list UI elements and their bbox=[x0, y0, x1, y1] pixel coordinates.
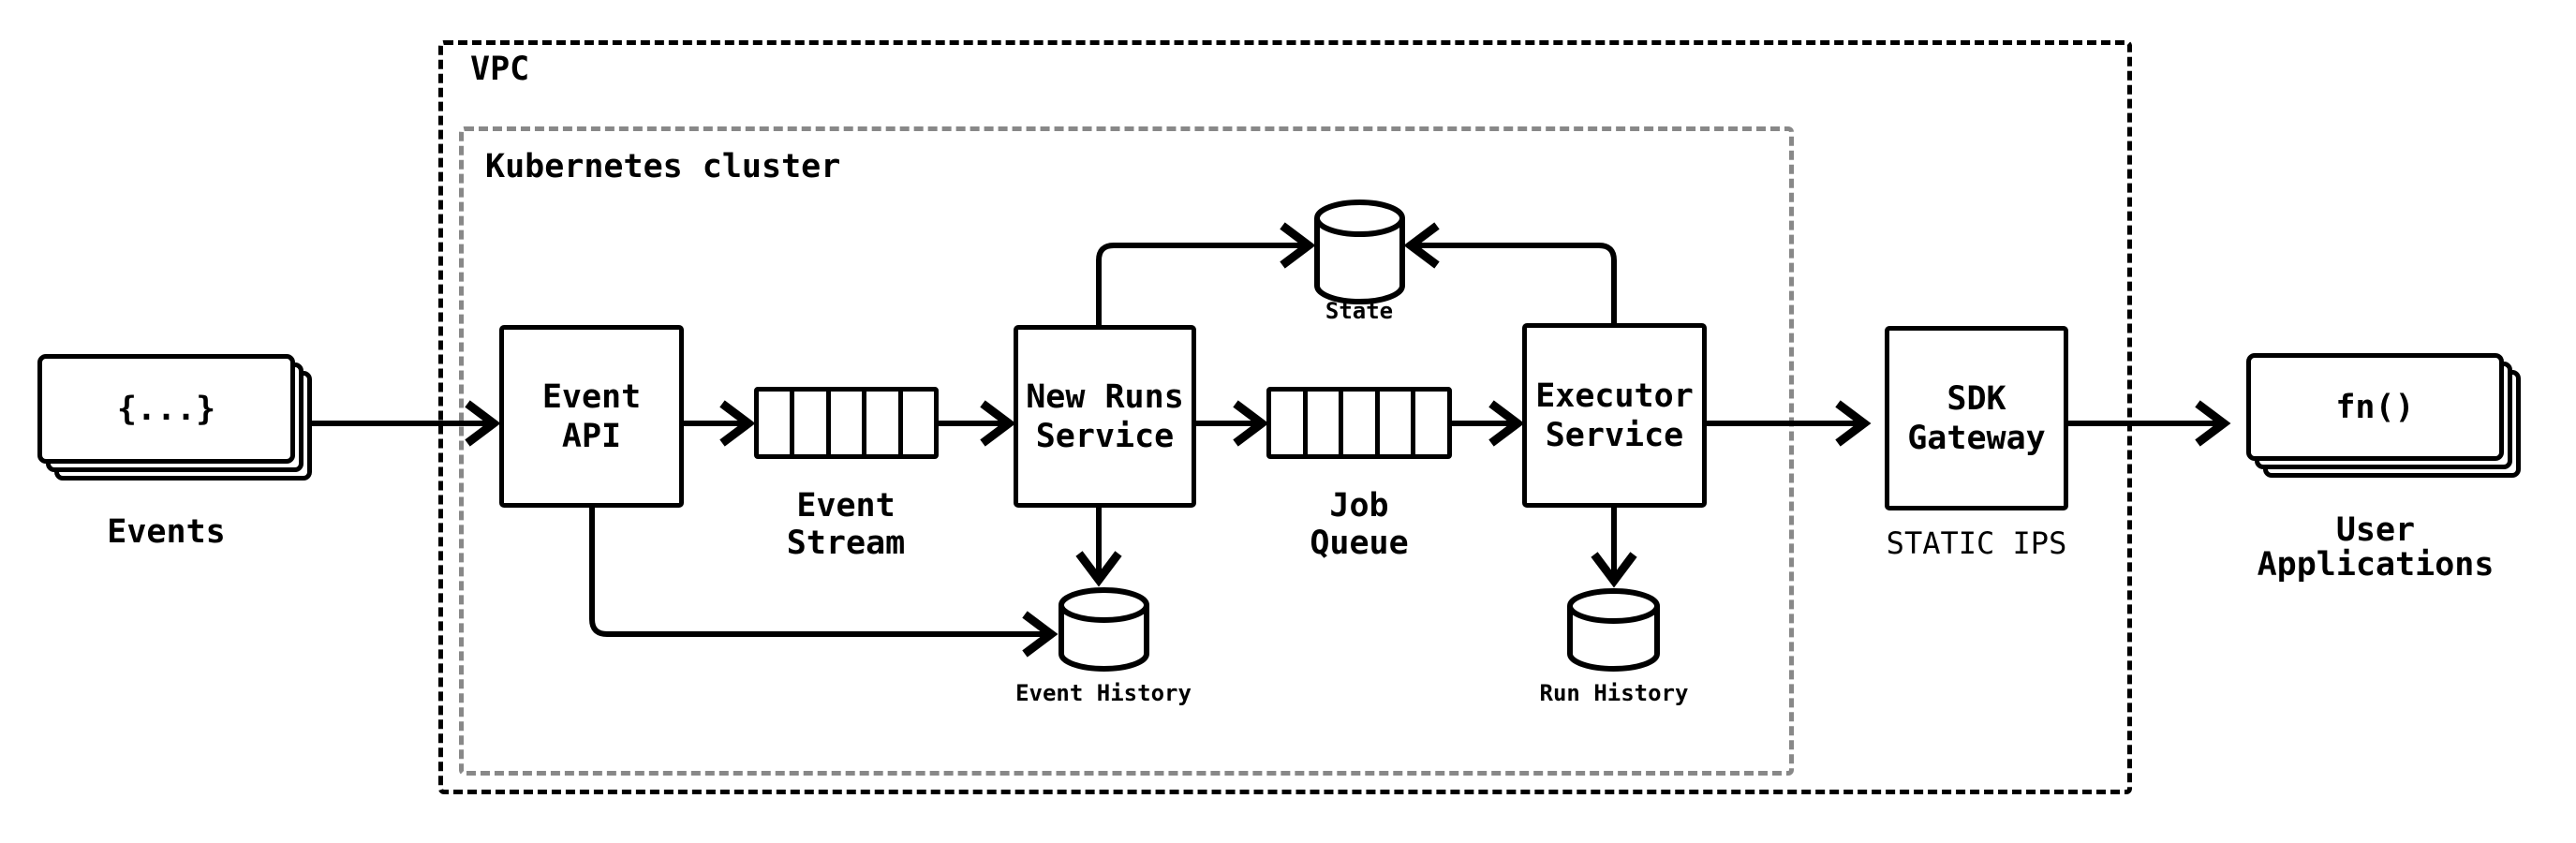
new-runs-service-label: New Runs Service bbox=[1026, 377, 1184, 455]
queue-cell bbox=[903, 392, 934, 454]
user-applications-label: User Applications bbox=[2257, 511, 2495, 584]
queue-cell bbox=[1308, 392, 1344, 454]
event-history-database-icon bbox=[1059, 587, 1149, 672]
sdk-gateway-static-ips-label: STATIC IPS bbox=[1886, 525, 2067, 561]
run-history-label: Run History bbox=[1539, 680, 1689, 706]
state-label: State bbox=[1325, 298, 1394, 324]
sdk-gateway-box: SDK Gateway bbox=[1885, 326, 2068, 510]
job-queue-label: Job Queue bbox=[1310, 487, 1409, 562]
executor-service-box: Executor Service bbox=[1522, 323, 1707, 508]
arrowhead bbox=[2195, 400, 2231, 447]
sdk-gateway-label: SDK Gateway bbox=[1907, 379, 2046, 457]
queue-cell bbox=[1271, 392, 1308, 454]
user-applications-icon-text: fn() bbox=[2335, 388, 2415, 426]
event-stream-queue-icon bbox=[754, 387, 939, 459]
queue-cell bbox=[1343, 392, 1380, 454]
queue-cell bbox=[759, 392, 795, 454]
state-database-icon bbox=[1314, 200, 1405, 304]
queue-cell bbox=[794, 392, 831, 454]
events-card: {...} bbox=[37, 354, 295, 464]
events-icon-text: {...} bbox=[116, 390, 216, 428]
user-applications-card: fn() bbox=[2246, 353, 2504, 461]
queue-cell bbox=[831, 392, 867, 454]
event-stream-label: Event Stream bbox=[786, 487, 906, 562]
event-api-box: Event API bbox=[499, 325, 684, 508]
event-history-label: Event History bbox=[1015, 680, 1192, 706]
executor-service-label: Executor Service bbox=[1535, 377, 1694, 454]
run-history-database-icon bbox=[1567, 588, 1660, 672]
queue-cell bbox=[866, 392, 903, 454]
vpc-boundary bbox=[438, 40, 2132, 794]
kubernetes-cluster-label: Kubernetes cluster bbox=[485, 148, 841, 185]
vpc-label: VPC bbox=[470, 51, 530, 88]
events-node: {...} bbox=[37, 354, 312, 481]
new-runs-service-box: New Runs Service bbox=[1014, 325, 1196, 508]
event-api-label: Event API bbox=[541, 377, 642, 455]
user-applications-node: fn() bbox=[2246, 353, 2521, 478]
queue-cell bbox=[1380, 392, 1416, 454]
queue-cell bbox=[1415, 392, 1447, 454]
events-label: Events bbox=[107, 513, 226, 551]
job-queue-icon bbox=[1266, 387, 1452, 459]
kubernetes-cluster-boundary bbox=[459, 126, 1794, 776]
